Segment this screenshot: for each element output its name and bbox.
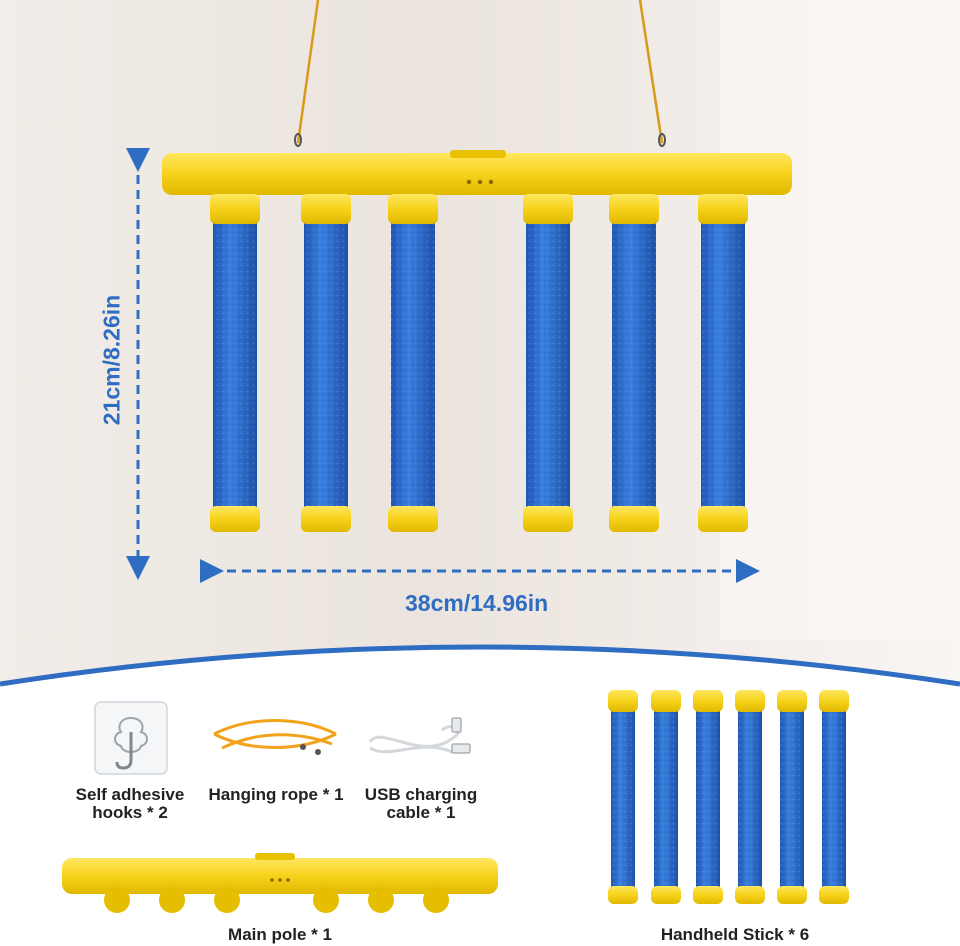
cable-label-line1: USB charging [364,785,478,804]
hanging-stick [301,194,351,532]
hooks-label-line2: hooks * 2 [92,802,168,822]
hanging-stick [388,194,438,532]
height-dimension-label: 21cm/8.26in [98,294,125,426]
loose-stick [777,690,807,904]
hooks-label: Self adhesive hooks * 2 [60,786,200,822]
bottom-panel-border [0,644,960,687]
rope-clips [294,133,666,147]
sticks-label: Handheld Stick * 6 [660,925,810,944]
loose-main-pole [62,853,498,913]
width-dimension-label: 38cm/14.96in [405,590,549,616]
hooks-label-line1: Self adhesive [75,785,185,804]
loose-stick [735,690,765,904]
rope-label: Hanging rope * 1 [208,785,344,804]
hanging-stick [609,194,659,532]
loose-sticks [608,690,849,904]
cable-label-line2: cable * 1 [386,802,456,822]
loose-stick [608,690,638,904]
window-light [720,0,960,640]
loose-stick [819,690,849,904]
hanging-stick [210,194,260,532]
adhesive-hook-icon [94,701,168,775]
hanging-sticks [210,194,748,532]
hanging-rope-top [296,0,664,144]
loose-stick [651,690,681,904]
hanging-rope-icon [213,719,337,755]
hanging-stick [523,194,573,532]
hanging-main-pole [162,150,792,195]
loose-stick [693,690,723,904]
main-pole-label: Main pole * 1 [228,925,332,944]
hanging-stick [698,194,748,532]
cable-label: USB charging cable * 1 [356,786,486,822]
usb-cable-icon [368,717,471,754]
